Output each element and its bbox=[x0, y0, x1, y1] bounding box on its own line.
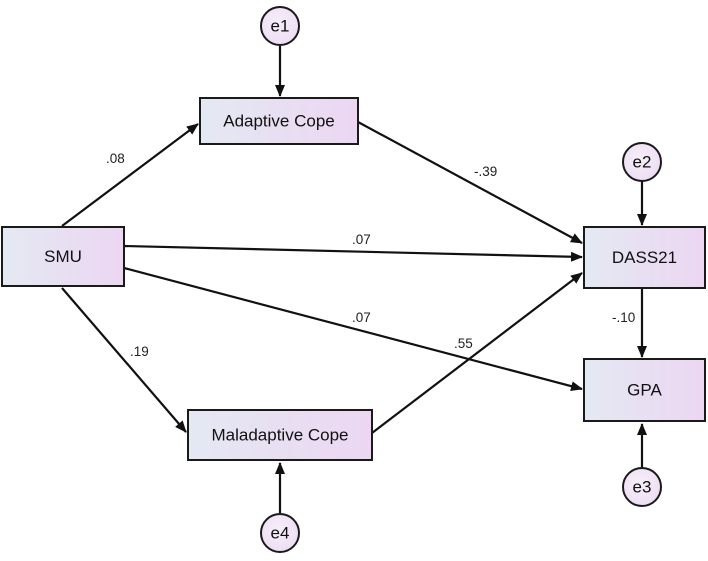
node-smu-label: SMU bbox=[44, 247, 82, 266]
node-maladaptive-cope: Maladaptive Cope bbox=[187, 409, 373, 461]
node-gpa-label: GPA bbox=[627, 381, 662, 400]
error-e1: e1 bbox=[260, 6, 300, 46]
node-maladaptive-cope-label: Maladaptive Cope bbox=[211, 426, 348, 445]
edge-smu-adaptive bbox=[61, 123, 199, 227]
coef-adaptive-dass21: -.39 bbox=[474, 164, 497, 179]
coef-smu-adaptive: .08 bbox=[106, 151, 125, 166]
node-dass21-label: DASS21 bbox=[612, 248, 677, 267]
coef-dass21-gpa: -.10 bbox=[612, 310, 635, 325]
edge-smu-maladaptive bbox=[61, 287, 187, 433]
node-gpa: GPA bbox=[583, 358, 706, 422]
edge-smu-dass21 bbox=[123, 244, 583, 262]
edge-maladaptive-dass21 bbox=[371, 272, 583, 434]
error-e4: e4 bbox=[260, 513, 300, 553]
edge-smu-gpa bbox=[123, 266, 583, 392]
coef-smu-dass21: .07 bbox=[352, 232, 371, 247]
error-e1-label: e1 bbox=[271, 17, 290, 36]
node-adaptive-cope-label: Adaptive Cope bbox=[223, 112, 335, 131]
coef-smu-gpa: .07 bbox=[352, 310, 371, 325]
error-e3: e3 bbox=[622, 467, 662, 507]
error-e4-label: e4 bbox=[271, 524, 290, 543]
node-dass21: DASS21 bbox=[583, 226, 706, 289]
coef-smu-maladaptive: .19 bbox=[130, 344, 149, 359]
node-smu: SMU bbox=[1, 226, 125, 287]
coef-maladaptive-dass21: .55 bbox=[454, 336, 473, 351]
node-adaptive-cope: Adaptive Cope bbox=[199, 97, 359, 145]
error-e2: e2 bbox=[622, 142, 662, 182]
error-e3-label: e3 bbox=[633, 478, 652, 497]
error-e2-label: e2 bbox=[633, 153, 652, 172]
edge-adaptive-dass21 bbox=[357, 121, 583, 244]
